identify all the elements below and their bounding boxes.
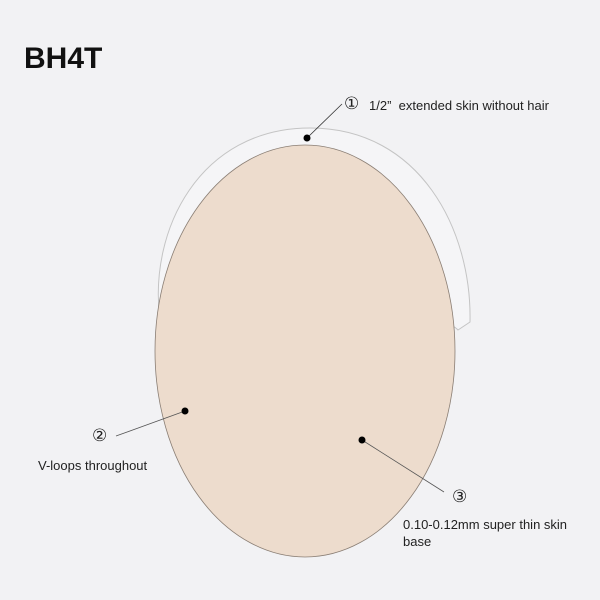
leader-line-1	[306, 103, 343, 139]
callout-number-3: ③	[452, 487, 468, 506]
marker-dot-1	[303, 134, 311, 142]
callout-text-3: 0.10-0.12mm super thin skin base	[403, 517, 568, 549]
product-title: BH4T	[24, 42, 103, 75]
skin-base-ellipse	[154, 144, 456, 558]
marker-dot-2	[181, 407, 189, 415]
callout-number-2: ②	[92, 426, 108, 445]
callout-text-2: V-loops throughout	[38, 458, 148, 473]
callout-text-1: 1/2” extended skin without hair	[369, 98, 549, 113]
leader-line-2	[115, 410, 186, 437]
callout-number-1: ①	[344, 94, 360, 113]
leader-line-3	[361, 439, 445, 493]
marker-dot-3	[358, 436, 366, 444]
